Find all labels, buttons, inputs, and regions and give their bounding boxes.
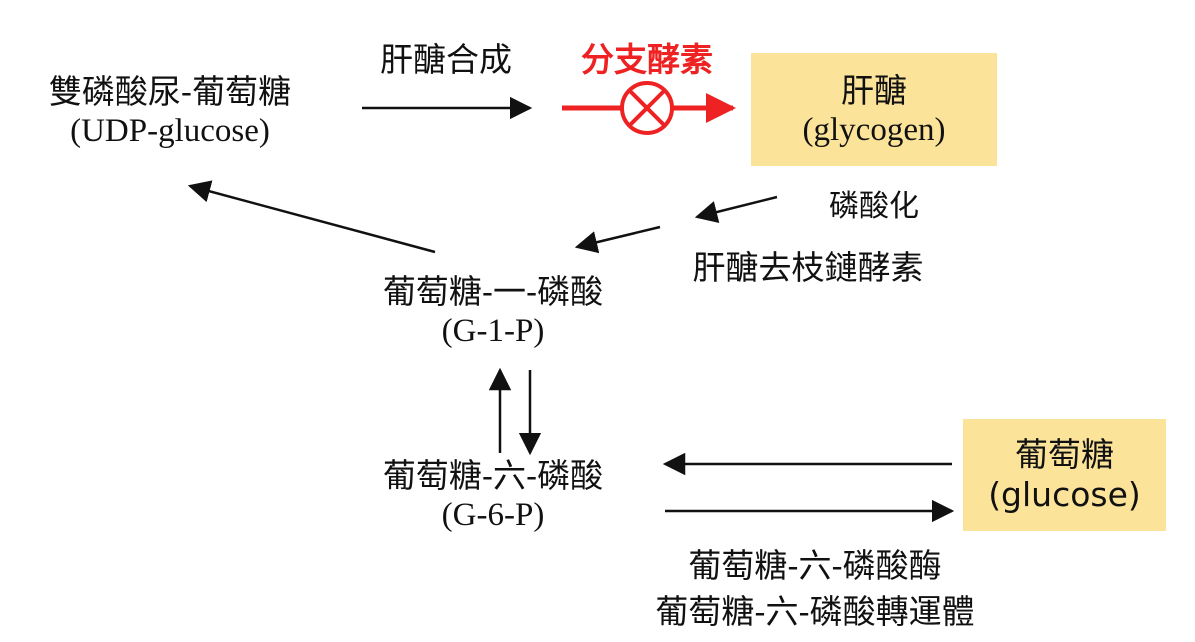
phosphorylation-arrow [694, 195, 778, 224]
g6pase-label: 葡萄糖-六-磷酸酶 [688, 546, 942, 585]
g1p-name: 葡萄糖-一-磷酸 [382, 272, 604, 311]
g6p-sub: (G-6-P) [441, 496, 545, 533]
blocked-icon [620, 81, 674, 135]
g1p-node: 葡萄糖-一-磷酸 (G-1-P) [348, 272, 638, 351]
glucose-node: 葡萄糖 (glucose) [963, 419, 1166, 514]
udp-glucose-sub: (UDP-glucose) [70, 112, 270, 149]
g1p-to-udp-arrow [187, 180, 436, 254]
glycogen-box: 肝醣 (glycogen) [751, 53, 997, 166]
udp-glucose-name: 雙磷酸尿-葡萄糖 [48, 72, 292, 111]
g1p-sub: (G-1-P) [441, 312, 545, 349]
glycogen-node: 肝醣 (glycogen) [751, 53, 997, 150]
glycogen-synthesis-label: 肝醣合成 [380, 40, 512, 79]
g6p-node: 葡萄糖-六-磷酸 (G-6-P) [348, 456, 638, 535]
debranching-arrow [574, 225, 661, 254]
udp-glucose-node: 雙磷酸尿-葡萄糖 (UDP-glucose) [14, 72, 326, 151]
glycogen-name: 肝醣 [841, 71, 907, 110]
g6p-transporter-label: 葡萄糖-六-磷酸轉運體 [655, 592, 975, 631]
glucose-sub: (glucose) [988, 474, 1141, 514]
debranching-enzyme-label: 肝醣去枝鏈酵素 [692, 248, 924, 287]
glucose-name: 葡萄糖 [1015, 435, 1114, 474]
phosphorylation-label: 磷酸化 [829, 189, 919, 224]
glycogen-sub: (glycogen) [802, 111, 946, 148]
glucose-box: 葡萄糖 (glucose) [963, 419, 1166, 531]
g6p-name: 葡萄糖-六-磷酸 [382, 456, 604, 495]
branching-enzyme-label: 分支酵素 [581, 40, 713, 79]
